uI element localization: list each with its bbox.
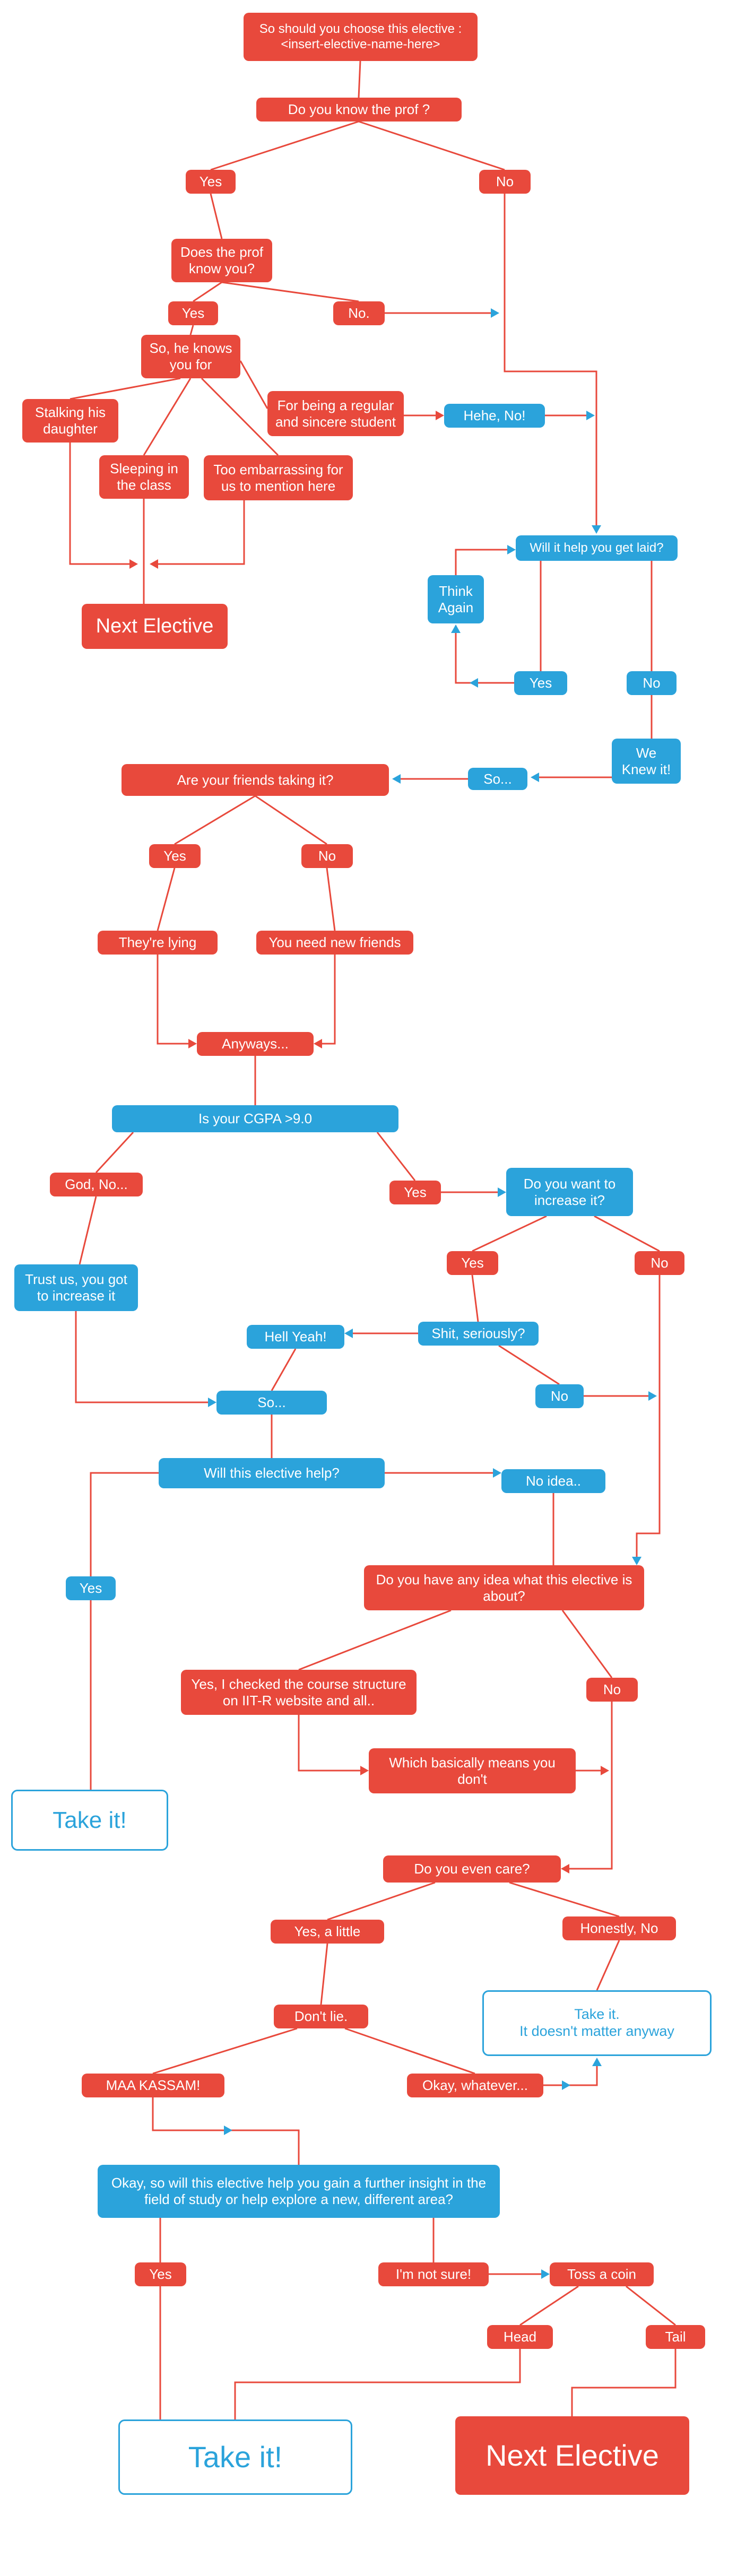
node-yes-4: Yes — [149, 844, 201, 868]
node-any-idea: Do you have any idea what this elective … — [364, 1565, 644, 1610]
node-anyways: Anyways... — [197, 1032, 314, 1056]
node-start: So should you choose this elective : <in… — [244, 13, 478, 61]
node-god-no: God, No... — [50, 1173, 143, 1196]
node-yes-2: Yes — [168, 301, 218, 325]
node-dont-lie: Don't lie. — [274, 2005, 368, 2028]
node-prof-know-you: Does the prof know you? — [171, 239, 272, 282]
node-too-embarrassing: Too embarrassing for us to mention here — [204, 455, 353, 500]
node-need-new-friends: You need new friends — [256, 931, 413, 955]
node-maa-kassam: MAA KASSAM! — [82, 2074, 224, 2097]
node-checked-structure: Yes, I checked the course structure on I… — [181, 1670, 417, 1715]
node-know-prof: Do you know the prof ? — [256, 98, 462, 122]
node-tail: Tail — [646, 2325, 705, 2349]
node-basically-means: Which basically means you don't — [369, 1748, 576, 1793]
node-take-it-2: Take it. It doesn't matter anyway — [482, 1990, 712, 2056]
arrowheads-blue — [208, 308, 657, 2279]
edge-lines — [69, 60, 677, 2419]
node-trust-us: Trust us, you got to increase it — [14, 1264, 138, 1311]
node-elective-help: Will this elective help? — [159, 1458, 385, 1488]
node-further-insight: Okay, so will this elective help you gai… — [98, 2165, 500, 2218]
node-toss-a-coin: Toss a coin — [550, 2262, 654, 2286]
node-no-1: No — [479, 170, 531, 194]
node-even-care: Do you even care? — [383, 1855, 561, 1883]
node-no-4: No — [301, 844, 353, 868]
node-so-1: So... — [468, 768, 527, 790]
node-next-elective-1: Next Elective — [82, 604, 228, 649]
node-no-7: No — [586, 1678, 638, 1702]
node-next-elective-2: Next Elective — [455, 2416, 689, 2495]
node-okay-whatever: Okay, whatever... — [407, 2074, 543, 2097]
node-head: Head — [487, 2325, 553, 2349]
node-take-it-1: Take it! — [11, 1790, 168, 1851]
node-no-5: No — [635, 1251, 684, 1275]
node-no-6: No — [535, 1384, 584, 1408]
node-want-increase: Do you want to increase it? — [506, 1168, 633, 1216]
node-yes-6: Yes — [447, 1251, 498, 1275]
node-shit-seriously: Shit, seriously? — [418, 1322, 539, 1346]
node-yes-a-little: Yes, a little — [271, 1920, 384, 1944]
node-take-it-3: Take it! — [118, 2419, 352, 2495]
arrowheads-red — [129, 411, 609, 1874]
node-not-sure: I'm not sure! — [378, 2262, 489, 2286]
node-so-2: So... — [216, 1391, 327, 1415]
node-think-again: Think Again — [428, 575, 484, 623]
node-regular-sincere: For being a regular and sincere student — [267, 391, 404, 436]
node-hehe-no: Hehe, No! — [444, 404, 545, 428]
node-no-2: No. — [333, 301, 385, 325]
node-cgpa: Is your CGPA >9.0 — [112, 1105, 398, 1132]
node-stalking-daughter: Stalking his daughter — [22, 399, 118, 443]
node-yes-7: Yes — [66, 1576, 116, 1600]
node-no-idea: No idea.. — [501, 1469, 605, 1493]
node-sleeping-class: Sleeping in the class — [99, 455, 189, 499]
node-we-knew-it: We Knew it! — [612, 739, 681, 784]
node-no-3: No — [627, 671, 677, 695]
node-friends-taking: Are your friends taking it? — [122, 764, 389, 796]
node-theyre-lying: They're lying — [98, 931, 218, 955]
node-knows-you-for: So, he knows you for — [141, 335, 240, 378]
node-yes-1: Yes — [186, 170, 236, 194]
node-get-laid: Will it help you get laid? — [516, 535, 678, 561]
node-yes-5: Yes — [389, 1181, 441, 1204]
node-hell-yeah: Hell Yeah! — [247, 1325, 344, 1349]
node-yes-8: Yes — [135, 2262, 186, 2286]
node-honestly-no: Honestly, No — [562, 1916, 676, 1940]
node-yes-3: Yes — [514, 671, 567, 695]
